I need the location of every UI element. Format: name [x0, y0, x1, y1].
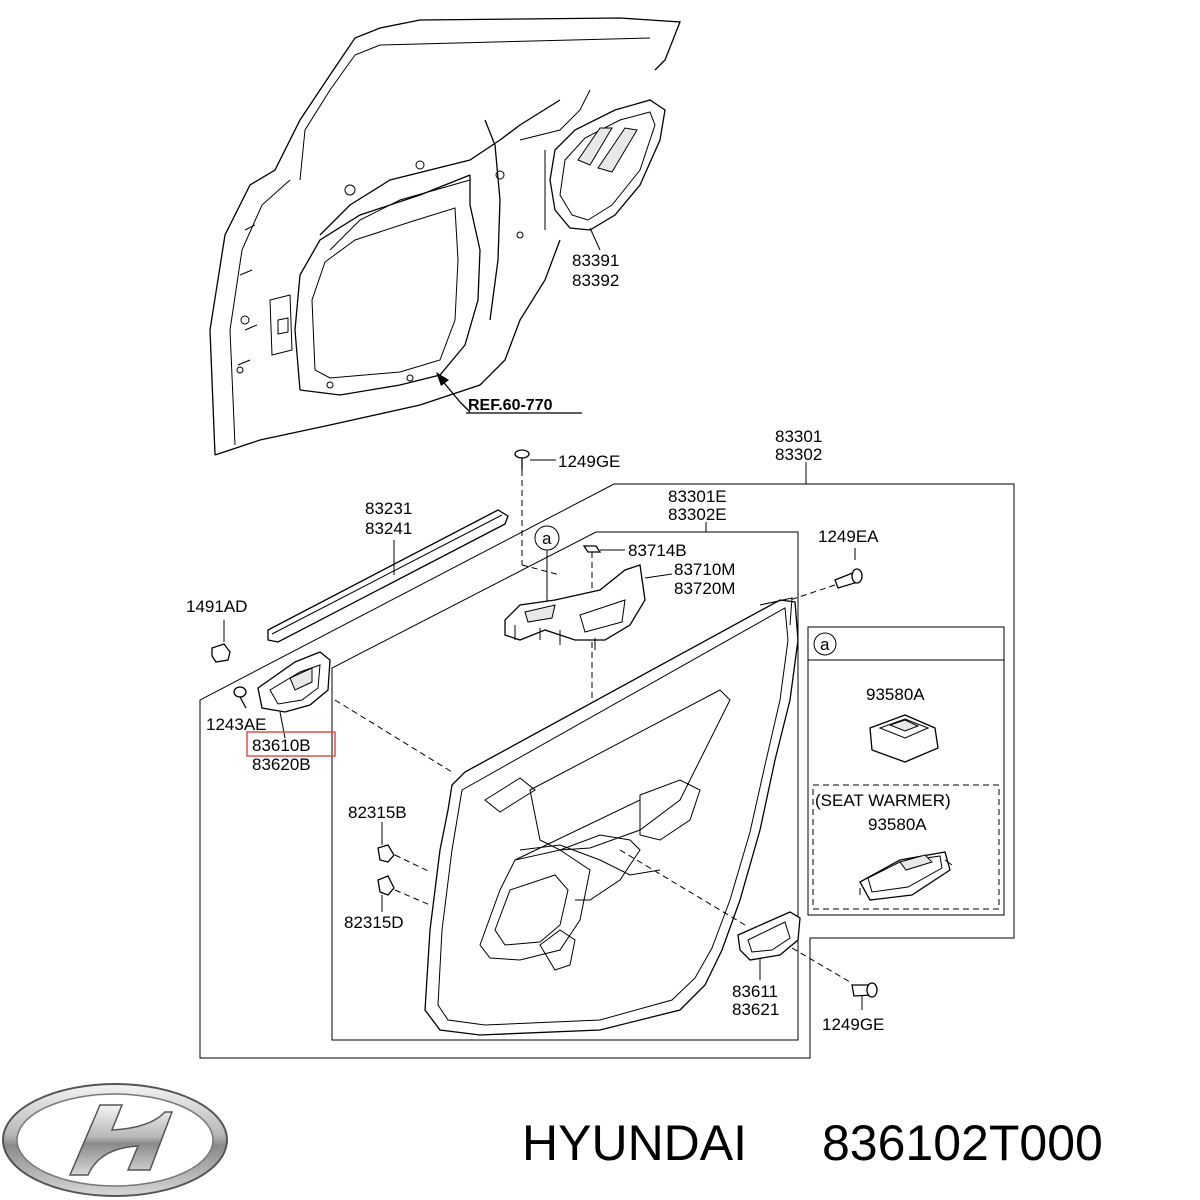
- label-seat-warmer: (SEAT WARMER): [815, 791, 951, 810]
- ref-arrow: [436, 372, 582, 414]
- clip-82315b: [377, 822, 395, 863]
- highlight-box-83610b: [246, 731, 336, 757]
- label-83720m: 83720M: [674, 579, 735, 598]
- screw-1243ae: [233, 686, 247, 709]
- label-83610b: 83610B: [252, 736, 311, 755]
- pull-handle-83611: [737, 911, 801, 980]
- label-1249ea: 1249EA: [818, 527, 879, 546]
- label-83302: 83302: [775, 445, 822, 464]
- assembly-outline: [199, 462, 1015, 1059]
- label-83301e: 83301E: [668, 487, 727, 506]
- label-83392: 83392: [572, 271, 619, 290]
- inset-panel-a: [807, 626, 1005, 916]
- leader-line: [334, 699, 453, 773]
- label-1249ge-bottom: 1249GE: [822, 1015, 884, 1034]
- leader-line: [394, 889, 431, 906]
- label-1491ad: 1491AD: [186, 597, 247, 616]
- label-83231: 83231: [365, 499, 412, 518]
- label-83301: 83301: [775, 427, 822, 446]
- label-1243ae: 1243AE: [206, 715, 267, 734]
- label-83620b: 83620B: [252, 755, 311, 774]
- screw-1249ea: [789, 548, 863, 601]
- label-83710m: 83710M: [674, 560, 735, 579]
- door-trim-panel: [424, 597, 799, 1036]
- label-83302e: 83302E: [668, 505, 727, 524]
- label-83241: 83241: [365, 519, 412, 538]
- inside-handle-83610b: [257, 651, 331, 739]
- leader-line: [619, 849, 746, 926]
- leader-line: [791, 947, 851, 983]
- label-ref-60-770: REF.60-770: [468, 397, 553, 414]
- label-82315d: 82315D: [344, 913, 404, 932]
- switch-bezel-part: [504, 564, 673, 650]
- belt-moulding-part: [267, 509, 509, 643]
- door-inner-panel-drawing: [209, 17, 681, 456]
- label-1249ge-top: 1249GE: [558, 452, 620, 471]
- inset-a-label: a: [820, 635, 830, 654]
- label-83391: 83391: [572, 251, 619, 270]
- label-82315b: 82315B: [348, 803, 407, 822]
- caption-brand: HYUNDAI: [522, 1115, 747, 1171]
- speaker-cover-part: [549, 99, 666, 251]
- clip-1491ad: [211, 620, 231, 663]
- screw-1249ge-bottom: [851, 982, 878, 1010]
- leader-line: [394, 854, 431, 873]
- clip-83714b: [582, 545, 602, 553]
- label-83611: 83611: [732, 982, 778, 1001]
- callout-a-label: a: [542, 529, 552, 548]
- screw-1249ge-top: [514, 449, 561, 576]
- caption-part-number: 836102T000: [822, 1115, 1103, 1171]
- clip-82315d: [377, 875, 395, 912]
- label-83621: 83621: [732, 1000, 779, 1019]
- label-93580a-seat-warmer: 93580A: [868, 815, 927, 834]
- hyundai-logo-icon: [2, 1083, 228, 1197]
- label-93580a: 93580A: [866, 685, 925, 704]
- label-83714b: 83714B: [628, 541, 687, 560]
